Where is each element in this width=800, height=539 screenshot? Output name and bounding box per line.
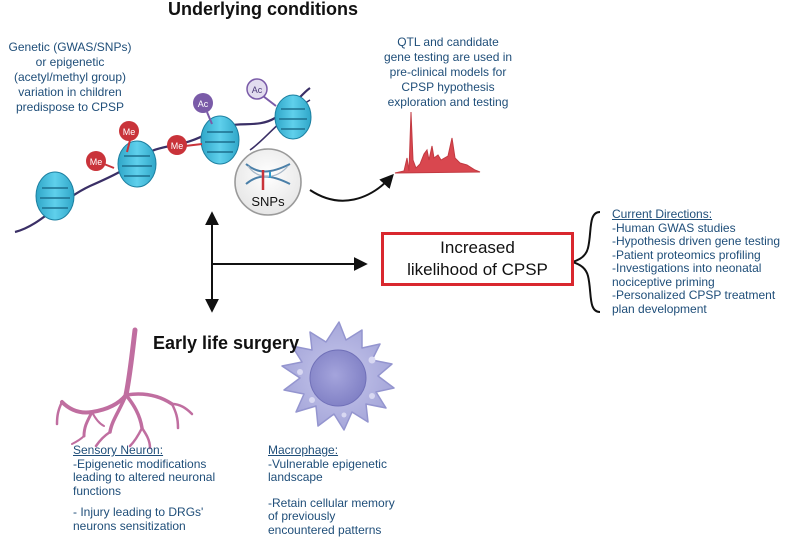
current-directions-title: Current Directions:	[612, 207, 713, 221]
macrophage-title: Macrophage:	[268, 443, 339, 457]
description-line: -Retain cellular memory	[268, 495, 395, 510]
methyl-mark-1: Me	[86, 151, 106, 171]
description-gap	[268, 485, 395, 497]
nucleosome-2	[117, 140, 157, 188]
note-line: or epigenetic	[35, 55, 105, 69]
sensory-neuron-icon	[55, 327, 194, 450]
heading-underlying-conditions: Underlying conditions	[168, 0, 359, 19]
direction-item: -Hypothesis driven gene testing	[612, 234, 781, 248]
acetyl-label: Ac	[252, 85, 263, 95]
current-directions-list: Current Directions: -Human GWAS studies …	[612, 207, 781, 316]
description-line: -Epigenetic modifications	[73, 456, 207, 471]
nucleosome-4	[274, 94, 312, 140]
direction-item: -Patient proteomics profiling	[612, 247, 761, 262]
methyl-mark-3: Me	[167, 135, 187, 155]
outcome-line: likelihood of CPSP	[407, 260, 548, 279]
qtl-testing-note: QTL and candidate gene testing are used …	[368, 35, 528, 110]
snp-label: SNPs	[251, 194, 285, 209]
description-line: encountered patterns	[268, 522, 382, 537]
direction-item: -Investigations into neonatal	[612, 261, 762, 275]
direction-item: plan development	[612, 301, 707, 316]
description-line: of previously	[268, 509, 336, 523]
methyl-label: Me	[123, 127, 136, 137]
description-line: landscape	[268, 470, 323, 484]
qtl-peak-plot	[394, 111, 481, 174]
note-line: gene testing are used in	[383, 50, 513, 64]
macrophage-icon	[281, 321, 395, 431]
outcome-box: Increased likelihood of CPSP	[381, 232, 574, 286]
description-line: -Vulnerable epigenetic	[268, 456, 387, 471]
outcome-line: Increased	[440, 238, 515, 257]
direction-item: -Personalized CPSP treatment	[612, 288, 776, 302]
heading-early-life-surgery: Early life surgery	[153, 333, 300, 353]
note-line: exploration and testing	[387, 95, 509, 109]
acetyl-label: Ac	[198, 99, 209, 109]
note-line: Genetic (GWAS/SNPs)	[8, 40, 132, 54]
methyl-label: Me	[171, 141, 184, 151]
sensory-neuron-description: Sensory Neuron: -Epigenetic modification…	[73, 443, 216, 533]
note-line: variation in children	[18, 85, 122, 99]
note-line: QTL and candidate	[397, 35, 499, 49]
acetyl-mark-1: Ac	[193, 93, 213, 113]
macrophage-description: Macrophage: -Vulnerable epigenetic lands…	[268, 443, 395, 537]
description-line: - Injury leading to DRGs'	[73, 505, 204, 519]
note-line: pre-clinical models for	[389, 65, 507, 79]
methyl-label: Me	[90, 157, 103, 167]
snp-badge: SNPs	[234, 148, 302, 216]
nucleosome-3	[200, 115, 240, 165]
directions-brace	[571, 211, 601, 313]
nucleosome-1	[35, 171, 75, 221]
direction-item: -Human GWAS studies	[612, 220, 736, 235]
note-line: predispose to CPSP	[15, 100, 125, 114]
methyl-mark-2: Me	[119, 121, 139, 141]
snp-to-qtl-arrow	[309, 173, 394, 202]
direction-item: nociceptive priming	[612, 274, 715, 289]
acetyl-mark-2: Ac	[246, 78, 268, 100]
sensory-neuron-title: Sensory Neuron:	[73, 443, 164, 457]
description-line: functions	[73, 483, 122, 498]
note-line: (acetyl/methyl group)	[13, 70, 127, 84]
genetic-variation-note: Genetic (GWAS/SNPs) or epigenetic (acety…	[0, 40, 140, 115]
note-line: CPSP hypothesis	[401, 80, 495, 94]
description-line: leading to altered neuronal	[73, 470, 216, 484]
description-line: neurons sensitization	[73, 518, 186, 533]
